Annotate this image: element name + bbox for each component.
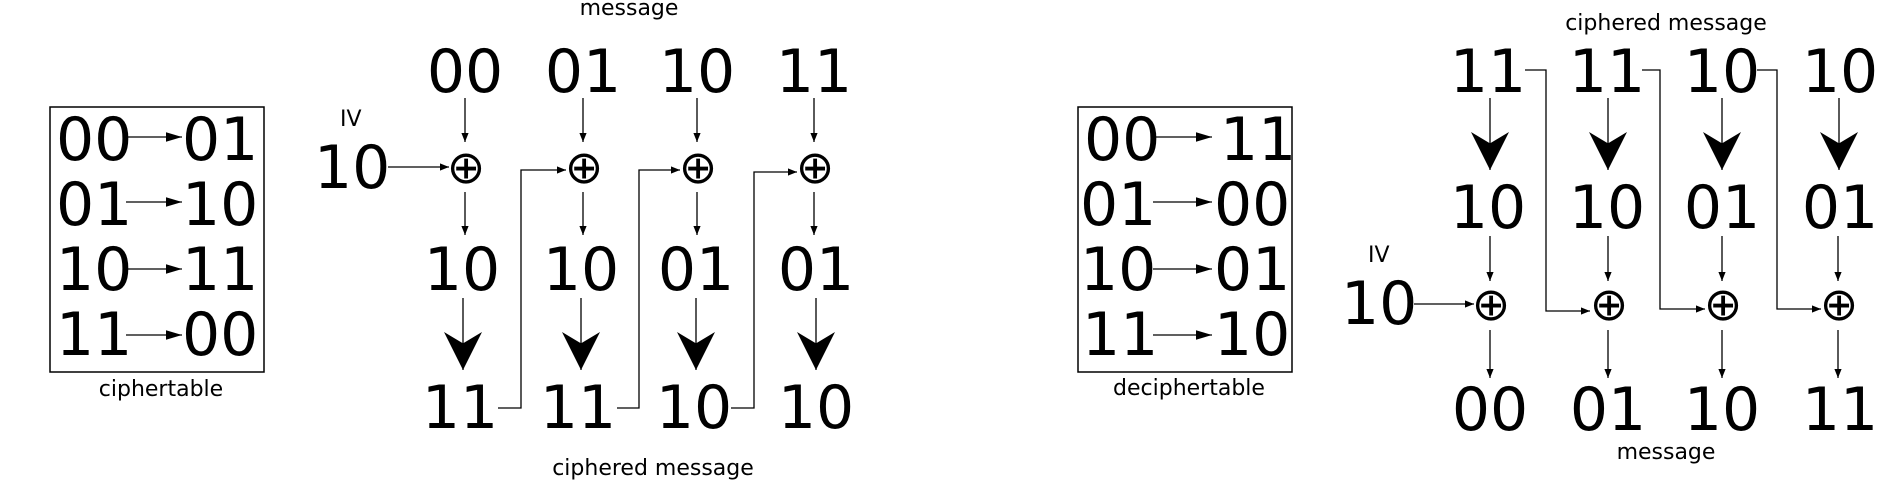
message-block-2: 01: [1570, 375, 1646, 445]
xor-icon: ⊕: [565, 140, 604, 194]
cipher-block-4: 10: [1802, 37, 1878, 107]
xor-icon: ⊕: [1590, 277, 1629, 331]
decipher-table-to-3: 10: [1214, 300, 1290, 370]
decipher-table-to-0: 11: [1220, 105, 1296, 175]
decryption-diagram: 00 11 01 00 10 01 11 10 deciphertable ci…: [1077, 11, 1878, 465]
chain-wire: [731, 168, 797, 409]
decipher-table: 00 11 01 00 10 01 11 10 deciphertable: [1077, 105, 1296, 401]
decrypt-column-1: 11 10 ⊕ 00: [1450, 37, 1528, 445]
cipher-block-4: 10: [778, 373, 854, 443]
chain-wire: [1757, 69, 1821, 313]
cipher-table-from-3: 11: [56, 300, 132, 370]
cipher-block-2: 11: [1569, 37, 1645, 107]
cipher-table-from-0: 00: [56, 105, 132, 175]
decipher-table-from-0: 00: [1084, 105, 1160, 175]
deciphered-block-1: 10: [1450, 173, 1526, 243]
cipher-table-to-2: 11: [182, 235, 258, 305]
cipher-table-from-1: 01: [56, 170, 132, 240]
encrypt-column-1: 00 ⊕ 10 11: [422, 37, 503, 443]
decrypt-iv-value: 10: [1341, 269, 1417, 339]
cipher-block-3: 10: [656, 373, 732, 443]
deciphered-block-3: 01: [1684, 173, 1760, 243]
cipher-table-to-3: 00: [182, 300, 258, 370]
xor-icon: ⊕: [1820, 277, 1859, 331]
cipher-table-to-1: 10: [182, 170, 258, 240]
xor-icon: ⊕: [796, 140, 835, 194]
chain-wire: [1642, 69, 1705, 313]
cipher-table-from-2: 10: [56, 235, 132, 305]
xor-icon: ⊕: [679, 140, 718, 194]
message-block-1: 00: [427, 37, 503, 107]
cipher-block-1: 11: [422, 373, 498, 443]
message-block-4: 11: [776, 37, 852, 107]
message-block-3: 10: [659, 37, 735, 107]
decipher-table-from-1: 01: [1080, 170, 1156, 240]
decipher-table-from-3: 11: [1082, 300, 1158, 370]
decipher-table-from-2: 10: [1080, 235, 1156, 305]
message-block-3: 10: [1684, 375, 1760, 445]
decipher-table-box: [1077, 106, 1293, 373]
cipher-block-1: 11: [1450, 37, 1526, 107]
chain-wire: [1525, 69, 1590, 315]
decrypt-bottom-caption: message: [1617, 440, 1716, 465]
decipher-table-to-1: 00: [1214, 170, 1290, 240]
encrypt-title: message: [580, 0, 679, 21]
chain-wire: [617, 166, 680, 409]
cipher-table: 00 01 01 10 10 11 11 00 ciphertable: [49, 105, 265, 402]
message-block-4: 11: [1802, 375, 1878, 445]
encrypt-column-3: 10 ⊕ 01 10: [656, 37, 735, 443]
cipher-block-2: 11: [540, 373, 616, 443]
decrypt-column-4: 10 01 ⊕ 11: [1802, 37, 1878, 445]
decrypt-column-2: 11 10 ⊕ 01: [1569, 37, 1646, 445]
encrypt-column-2: 01 ⊕ 10 11: [540, 37, 621, 443]
xored-block-3: 01: [658, 235, 734, 305]
decrypt-iv-label: IV: [1368, 243, 1390, 268]
chain-wire: [498, 166, 566, 409]
deciphered-block-2: 10: [1569, 173, 1645, 243]
cipher-table-caption: ciphertable: [99, 377, 223, 402]
deciphered-block-4: 01: [1802, 173, 1878, 243]
xor-icon: ⊕: [1472, 277, 1511, 331]
decrypt-column-3: 10 01 ⊕ 10: [1684, 37, 1760, 445]
encrypt-iv-label: IV: [340, 107, 362, 132]
encrypt-iv-value: 10: [314, 133, 390, 203]
cipher-table-to-0: 01: [182, 105, 258, 175]
message-block-1: 00: [1452, 375, 1528, 445]
xor-icon: ⊕: [1704, 277, 1743, 331]
decipher-table-to-2: 01: [1214, 235, 1290, 305]
xored-block-1: 10: [424, 235, 500, 305]
xored-block-2: 10: [543, 235, 619, 305]
cipher-table-box: [49, 106, 265, 373]
message-block-2: 01: [545, 37, 621, 107]
encrypt-bottom-caption: ciphered message: [552, 456, 754, 481]
xor-icon: ⊕: [447, 140, 486, 194]
encrypt-column-4: 11 ⊕ 01 10: [776, 37, 854, 443]
cipher-block-3: 10: [1684, 37, 1760, 107]
decipher-table-caption: deciphertable: [1113, 376, 1265, 401]
xored-block-4: 01: [778, 235, 854, 305]
decrypt-title: ciphered message: [1565, 11, 1767, 36]
encryption-diagram: 00 01 01 10 10 11 11 00 ciphertable mess…: [49, 0, 854, 481]
